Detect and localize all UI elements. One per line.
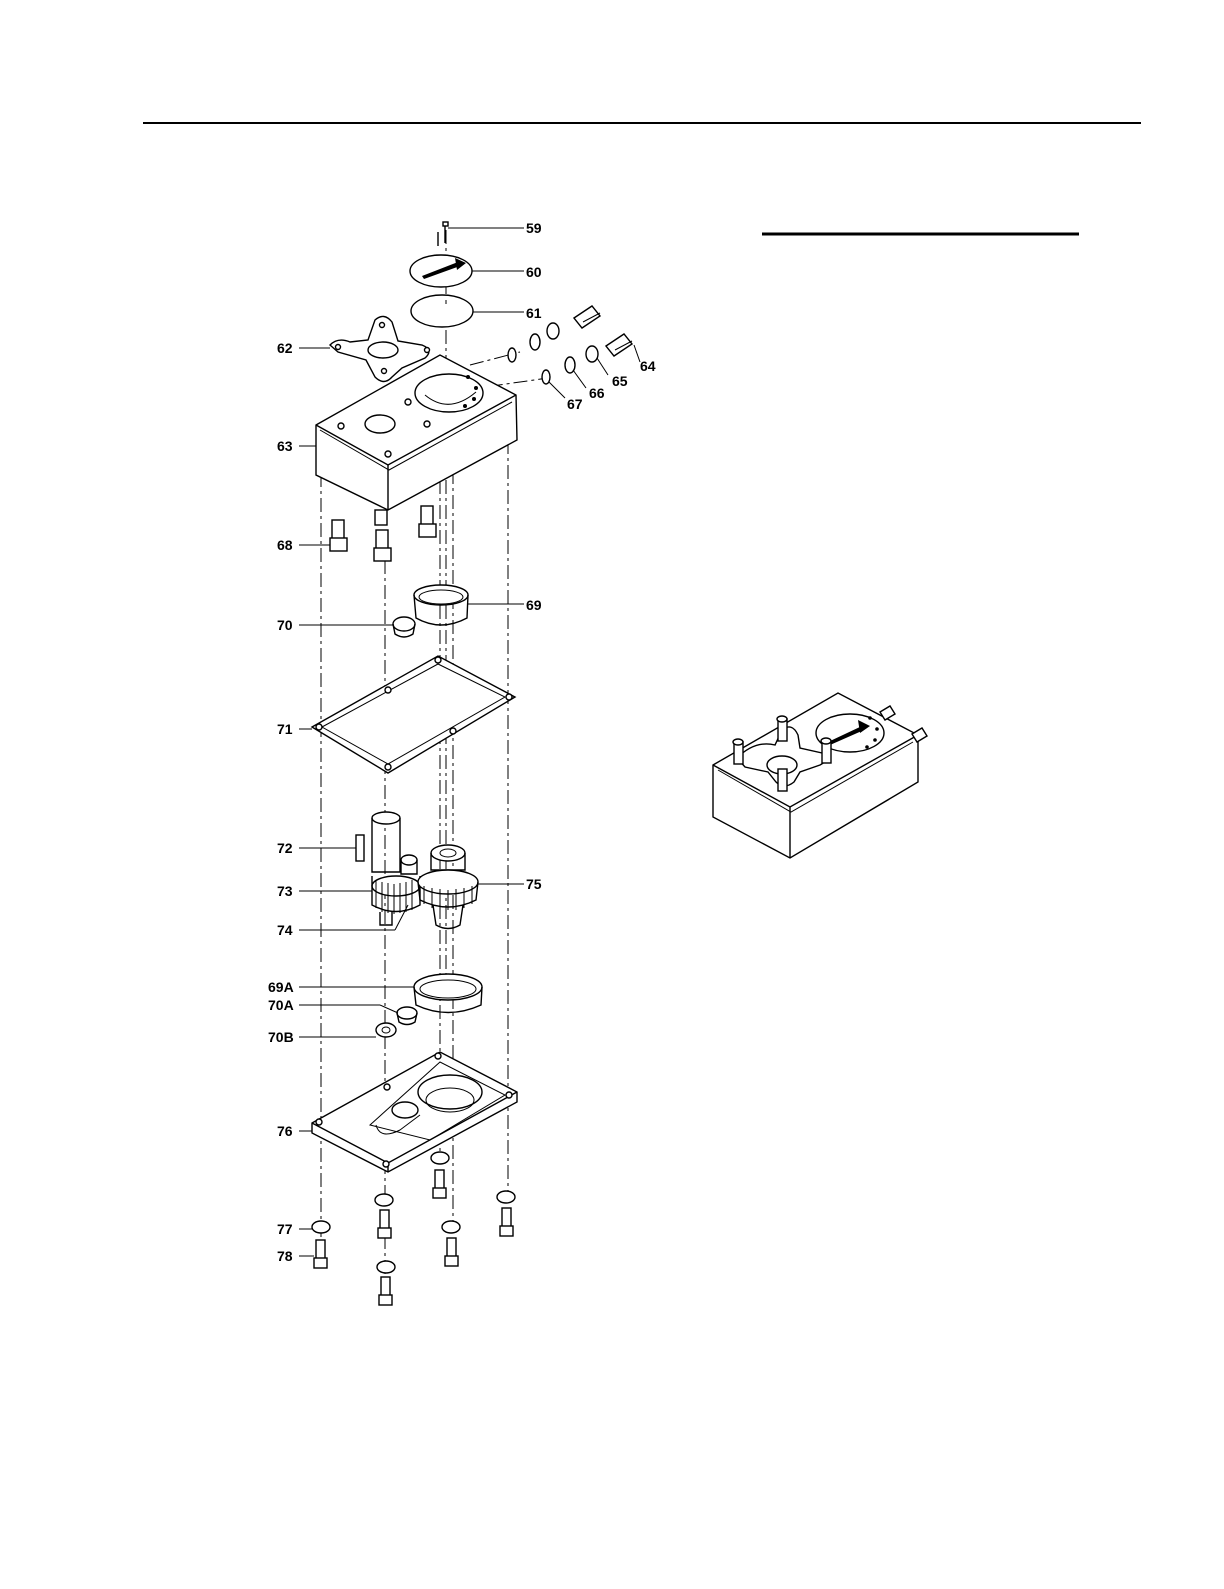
callout-64: 64 (640, 358, 656, 374)
callout-69: 69 (526, 597, 542, 613)
part-66-washers (530, 334, 575, 373)
callout-66: 66 (589, 385, 605, 401)
callout-78: 78 (277, 1248, 293, 1264)
callout-61: 61 (526, 305, 542, 321)
part-64-stop-bolts (574, 306, 632, 356)
part-78-cap-screws (314, 1170, 513, 1305)
part-73-pinion-gear (372, 812, 420, 925)
callout-70B: 70B (268, 1029, 294, 1045)
part-70A-bushing (397, 1007, 417, 1025)
assembled-actuator-view (713, 693, 927, 858)
part-69-bearing-ring (414, 585, 468, 625)
callout-68: 68 (277, 537, 293, 553)
callout-59: 59 (526, 220, 542, 236)
part-63-cover-housing (316, 355, 517, 510)
part-77-lock-washers (312, 1152, 515, 1273)
callout-76: 76 (277, 1123, 293, 1139)
part-61-disc-gasket (411, 295, 473, 327)
callout-70: 70 (277, 617, 293, 633)
part-67-lock-washers (508, 348, 550, 384)
part-70-bushing (393, 617, 415, 637)
part-71-gasket (312, 656, 515, 773)
callout-77: 77 (277, 1221, 293, 1237)
callout-71: 71 (277, 721, 293, 737)
callout-74: 74 (277, 922, 293, 938)
callout-75: 75 (526, 876, 542, 892)
part-72-key (356, 835, 364, 861)
callout-67: 67 (567, 396, 583, 412)
callout-60: 60 (526, 264, 542, 280)
callout-72: 72 (277, 840, 293, 856)
part-75-output-gear (418, 845, 478, 929)
part-76-base-plate (312, 1052, 517, 1172)
callout-73: 73 (277, 883, 293, 899)
part-68-cap-screws (330, 506, 436, 561)
callout-63: 63 (277, 438, 293, 454)
callout-62: 62 (277, 340, 293, 356)
part-69A-bearing-ring (414, 974, 482, 1013)
part-60-indicator-disc (410, 255, 472, 287)
callout-65: 65 (612, 373, 628, 389)
callout-69A: 69A (268, 979, 294, 995)
part-65-nuts (547, 323, 598, 362)
part-74-idler-pin (401, 855, 417, 874)
part-70B-bushing (376, 1023, 396, 1037)
callout-70A: 70A (268, 997, 294, 1013)
